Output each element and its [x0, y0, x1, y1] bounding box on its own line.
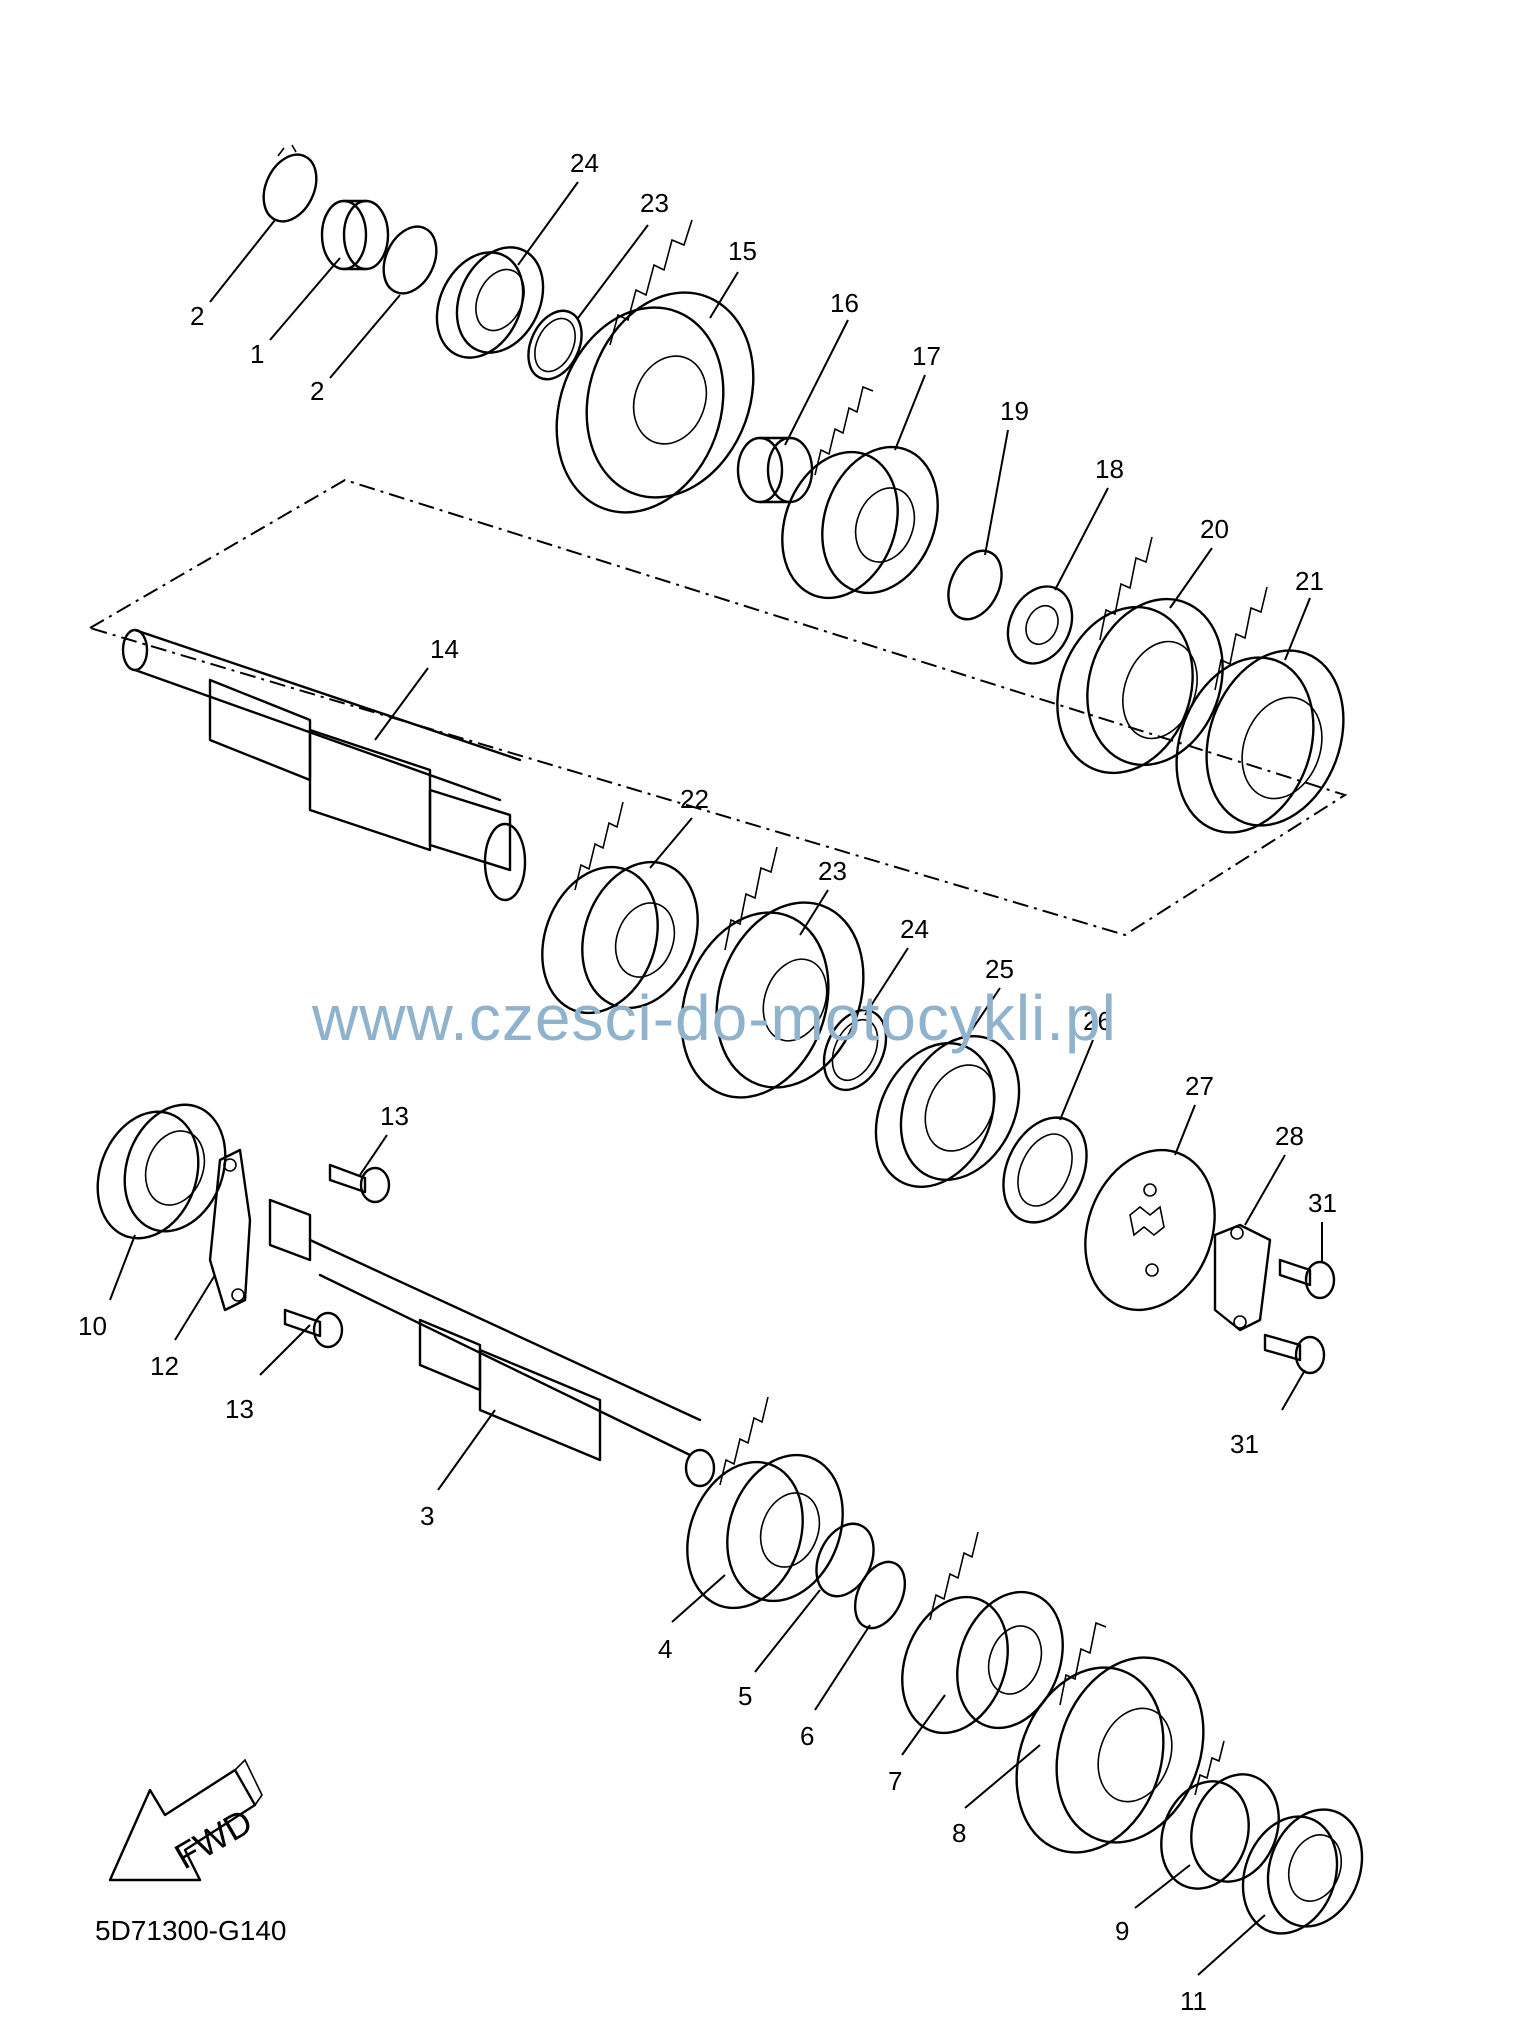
callout-10: 10 — [78, 1311, 107, 1341]
part-gear-9 — [1160, 1740, 1280, 1890]
callout-5: 5 — [738, 1681, 752, 1711]
callout-17: 17 — [912, 341, 941, 371]
callout-23: 23 — [818, 856, 847, 886]
part-washer-25 — [527, 309, 583, 381]
callout-6: 6 — [800, 1721, 814, 1751]
callout-8: 8 — [952, 1818, 966, 1848]
callout-7: 7 — [888, 1766, 902, 1796]
callout-22: 22 — [680, 784, 709, 814]
part-gear-20 — [1056, 536, 1224, 775]
callout-29: 27 — [1185, 1071, 1214, 1101]
part-bearing-11 — [1241, 1808, 1364, 1935]
part-bolt-31-upper — [1278, 1258, 1336, 1300]
callout-31-a: 31 — [1308, 1188, 1337, 1218]
diagram-code: 5D71300-G140 — [95, 1915, 286, 1946]
callout-31-b: 31 — [1230, 1429, 1259, 1459]
callout-25: 23 — [640, 188, 669, 218]
part-gear-17 — [781, 385, 939, 600]
callout-19: 19 — [1000, 396, 1029, 426]
callout-9: 9 — [1115, 1916, 1129, 1946]
callout-13-b: 13 — [225, 1394, 254, 1424]
part-circlip-upper-left — [262, 144, 318, 223]
callout-2-b: 2 — [310, 376, 324, 406]
part-gear-15 — [555, 219, 755, 514]
callout-16: 16 — [830, 288, 859, 318]
part-drive-axle-3 — [268, 1198, 716, 1488]
part-gear-21 — [1175, 586, 1345, 834]
fwd-arrow-icon: FWD — [108, 1758, 263, 1882]
callout-30: 28 — [1275, 1121, 1304, 1151]
callout-2-a: 2 — [190, 301, 204, 331]
part-bearing-10 — [96, 1103, 227, 1240]
callout-4: 4 — [658, 1634, 672, 1664]
callout-13-a: 13 — [380, 1101, 409, 1131]
part-bearing-26 — [435, 246, 545, 359]
part-main-axle-14 — [121, 628, 527, 902]
callout-20: 20 — [1200, 514, 1229, 544]
part-gear-4 — [686, 1396, 844, 1610]
callout-27: 25 — [985, 954, 1014, 984]
part-circlip-upper-right — [382, 225, 438, 295]
callout-18: 18 — [1095, 454, 1124, 484]
part-seal-28 — [1002, 1116, 1088, 1224]
callout-3: 3 — [420, 1501, 434, 1531]
part-collar-16 — [736, 436, 814, 504]
main-axle-assembly-outline — [87, 478, 1348, 937]
watermark-text: www.czesci-do-motocykli.pl — [311, 982, 1117, 1054]
part-sprocket-29 — [1084, 1148, 1216, 1312]
callout-14: 14 — [430, 634, 459, 664]
part-bearing-plate-12 — [208, 1148, 252, 1312]
callout-26: 24 — [570, 148, 599, 178]
part-gear-23 — [680, 846, 865, 1099]
part-circlip-6 — [853, 1560, 907, 1630]
callout-21: 21 — [1295, 566, 1324, 596]
part-gear-7 — [901, 1531, 1064, 1735]
part-washer-18 — [1006, 585, 1074, 665]
callout-24: 24 — [900, 914, 929, 944]
part-washer-24 — [822, 1008, 888, 1092]
leader-lines — [109, 181, 1323, 1976]
part-bolt-31-lower — [1263, 1333, 1326, 1375]
part-collar-1 — [320, 199, 390, 271]
part-washer-5 — [815, 1522, 875, 1598]
part-bearing-27 — [874, 1034, 1021, 1189]
part-circlip-19 — [947, 549, 1003, 621]
callouts: 2 1 2 24 23 15 16 17 19 18 20 21 14 22 2… — [78, 148, 1337, 2016]
part-gear-8 — [1015, 1621, 1205, 1854]
part-screw-13-lower — [283, 1308, 344, 1349]
part-lock-plate-30 — [1213, 1223, 1272, 1332]
part-gear-22 — [541, 801, 699, 1015]
part-screw-13-upper — [328, 1163, 391, 1204]
callout-11: 11 — [1180, 1986, 1207, 2016]
callout-12: 12 — [150, 1351, 179, 1381]
callout-1: 1 — [250, 339, 264, 369]
callout-15: 15 — [728, 236, 757, 266]
callout-28: 26 — [1083, 1006, 1112, 1036]
